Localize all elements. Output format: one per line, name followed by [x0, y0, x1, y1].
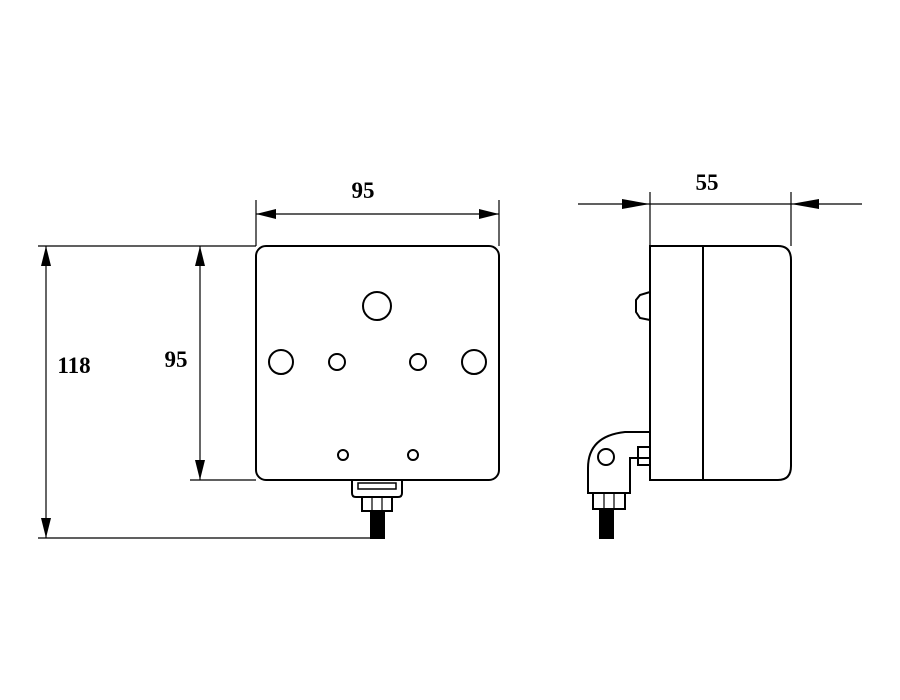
right-large-hole [461, 349, 487, 375]
front-housing [255, 245, 500, 481]
dimension-labels: 95 95 118 55 [57, 170, 718, 378]
bottom-left-hole [337, 449, 349, 461]
side-bracket [587, 431, 650, 494]
left-large-hole [268, 349, 294, 375]
overall-height-label: 118 [57, 353, 90, 378]
side-nut [592, 492, 626, 510]
front-view [255, 245, 500, 539]
front-bracket [351, 480, 403, 498]
side-bottom-lug [637, 446, 651, 466]
front-nut [361, 496, 393, 512]
side-view [587, 245, 792, 539]
front-threaded-stud [370, 510, 385, 539]
side-depth-arrow-left [622, 199, 650, 209]
side-housing [649, 245, 792, 481]
bottom-right-hole [407, 449, 419, 461]
top-mounting-hole [362, 291, 392, 321]
side-depth-label: 55 [696, 170, 719, 195]
side-threaded-stud [599, 508, 614, 539]
front-width-label: 95 [352, 178, 375, 203]
dimension-lines [38, 192, 862, 539]
side-back-tab [635, 291, 651, 321]
side-bracket-hole [597, 448, 615, 466]
left-small-hole [328, 353, 346, 371]
side-depth-arrow-right [791, 199, 819, 209]
right-small-hole [409, 353, 427, 371]
front-height-label: 95 [165, 347, 188, 372]
